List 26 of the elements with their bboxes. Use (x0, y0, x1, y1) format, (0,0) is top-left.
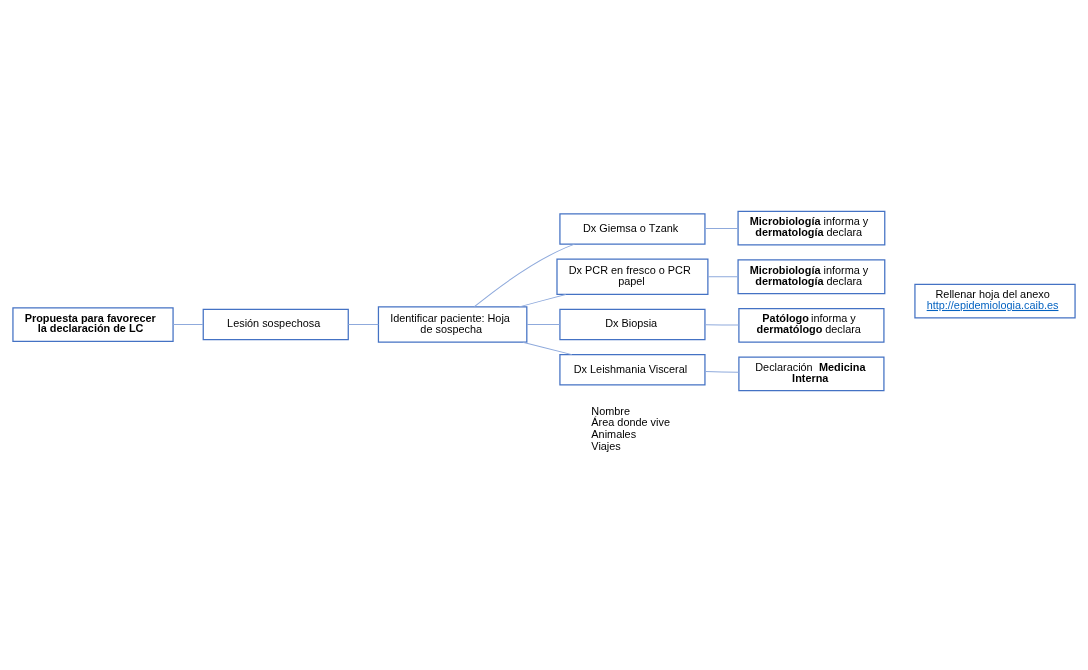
node-box: Microbiología informa y dermatología declara (737, 259, 886, 295)
node-box: Dx PCR en fresco o PCR papel (556, 258, 709, 295)
connector (522, 341, 573, 356)
node-box: Patólogo informa y dermatólogo declara (738, 307, 885, 343)
connector (347, 324, 379, 326)
label: Área donde vive (591, 416, 670, 429)
connector (704, 371, 740, 373)
connector (172, 324, 204, 326)
node-box: Dx Biopsia (559, 308, 706, 341)
node-box: Propuesta para favorecer la declaración de LC (12, 307, 174, 342)
node-box: Identificar paciente: Hoja de sospecha (377, 306, 528, 343)
connector (704, 227, 739, 230)
node-box: Microbiología informa y dermatología declara (737, 210, 886, 246)
connector (518, 293, 567, 308)
label: Viajes (591, 439, 621, 452)
node-box: Lesión sospechosa (202, 308, 349, 341)
connector (473, 243, 576, 308)
label: Nombre (591, 404, 631, 417)
node-box: Rellenar hoja del anexo http://epidemiologia.caib.es (914, 283, 1076, 319)
node-box: Declaración Medicina Interna (738, 356, 885, 392)
node-box: Dx Leishmania Visceral (559, 354, 706, 386)
connector (707, 276, 739, 278)
label: Animales (591, 428, 637, 441)
connector (526, 324, 561, 326)
connector (704, 324, 740, 326)
node-box: Dx Giemsa o Tzank (559, 213, 706, 245)
